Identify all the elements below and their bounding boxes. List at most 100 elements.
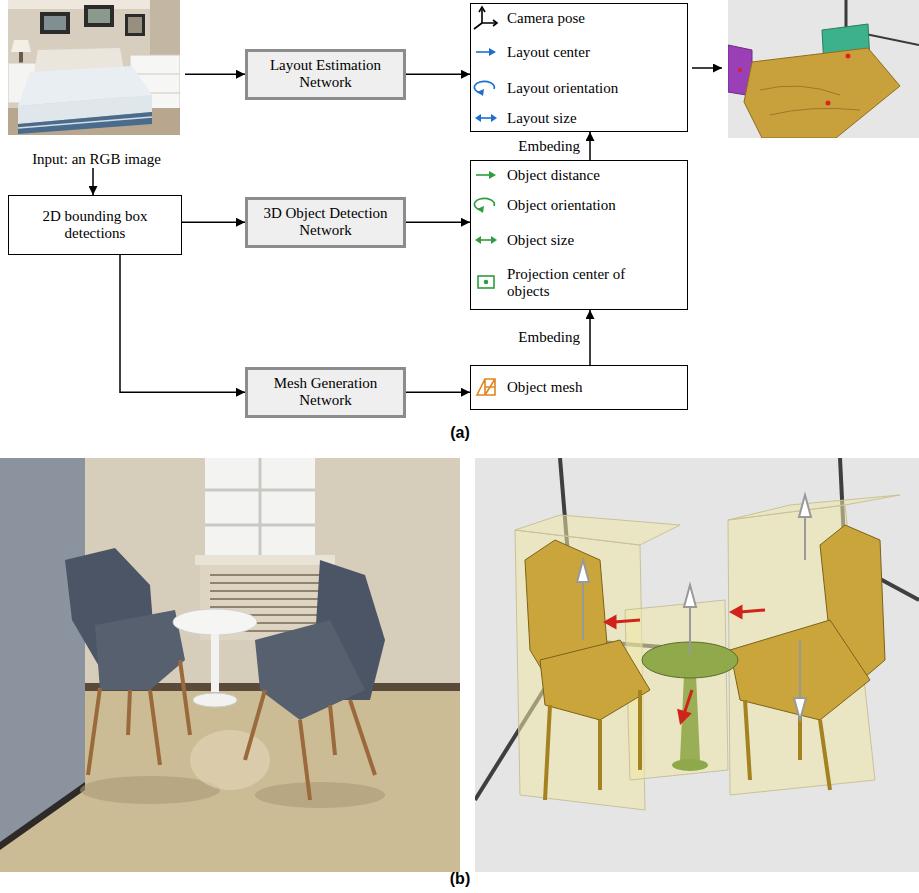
flow-arrow [589,132,591,160]
room-photo [210,574,320,576]
network-box: 3D Object Detection Network [245,197,406,248]
bedroom-photo [84,5,114,27]
scene-render [728,495,900,520]
scene-render [606,607,765,722]
legend-icons [485,281,488,284]
room-photo [0,690,460,872]
scene-render [672,759,708,771]
scene-render [540,640,650,720]
bedroom-photo [8,0,180,135]
output-item: Object distance [507,167,657,184]
legend-icons [474,81,494,96]
bedroom-photo [40,12,70,34]
room-photo [173,609,257,635]
layout-render [760,86,860,115]
input-image: Input: an RGB image [8,0,185,168]
box-label: 3D Object Detection Network [254,205,397,240]
scene-render [804,515,806,560]
scene-render [582,580,584,640]
legend-icons [476,174,490,176]
legend-icons [475,114,497,122]
scene-render [684,690,692,714]
room-photo [150,690,160,765]
output-item: Projection center of objects [507,266,657,301]
scene-render [475,458,919,872]
room-photo [210,606,320,608]
scene-render [638,690,642,770]
bedroom-photo [88,9,110,23]
box-label: 2D bounding box detections [17,208,173,243]
layout-render [728,0,919,138]
room-photo [300,720,310,800]
room-photo [255,782,385,808]
scene-render [475,458,919,872]
room-photo [180,660,190,735]
panel-label: (a) [450,425,470,441]
legend-icons [474,81,494,93]
scene-render [680,675,700,760]
room-photo [255,620,365,720]
scene-render [606,617,615,627]
room-photo [0,458,460,872]
scene-render [732,607,741,617]
bedroom-photo [18,117,152,128]
output-item: Object size [507,232,657,249]
detection-box: 2D bounding box detections [8,195,182,255]
legend-icons [476,171,496,179]
room-photo [245,690,265,760]
room-photo [195,555,335,565]
bedroom-photo [8,0,180,135]
room-photo [88,660,190,775]
flow-arrow [92,168,94,195]
room-photo [193,693,237,707]
network-box: Layout Estimation Network [245,49,406,100]
network-box: Mesh Generation Network [245,367,406,418]
edge-label: Embeding [516,138,582,155]
room-photo [0,458,460,872]
scene-render [545,705,550,800]
scene-render [625,600,728,780]
scene-render [740,610,765,612]
edge-label: Embeding [516,329,582,346]
output-arrow [692,67,722,69]
flow-arrow [406,392,470,394]
room-photo [330,705,335,755]
output-item: Object orientation [507,197,657,214]
bedroom-photo [128,17,142,33]
layout-render [728,0,919,138]
output-item: Layout size [507,110,657,127]
legend-icons [475,236,481,244]
scene-render [794,698,806,720]
bedroom-photo [18,112,152,134]
flow-arrow [406,74,470,76]
scene-render [799,495,811,517]
scene-render [577,560,589,582]
room-photo [210,598,320,600]
room-photo [128,690,130,735]
flow-arrow [406,222,470,224]
flow-arrow [120,255,245,392]
legend-icons [480,117,492,119]
room-photo [210,582,320,584]
scene-render [730,620,870,720]
output-item: Layout center [507,44,657,61]
scene-render [745,700,750,780]
bedroom-photo [11,40,31,52]
layout-render [826,101,831,106]
layout-render [846,54,851,59]
legend-icons [491,236,497,244]
legend-icons [476,48,496,56]
legend-icons [477,89,484,96]
output-box: Object mesh [470,365,688,410]
room-photo [190,730,270,790]
bedroom-photo [125,14,145,36]
scene-render [525,525,885,720]
legend-icons [477,206,484,213]
legend-icons [476,51,490,53]
room-photo [88,688,100,775]
legend-icons [475,114,481,122]
scene-render [515,495,900,810]
scene-render [684,585,696,607]
room-photo [245,690,375,800]
